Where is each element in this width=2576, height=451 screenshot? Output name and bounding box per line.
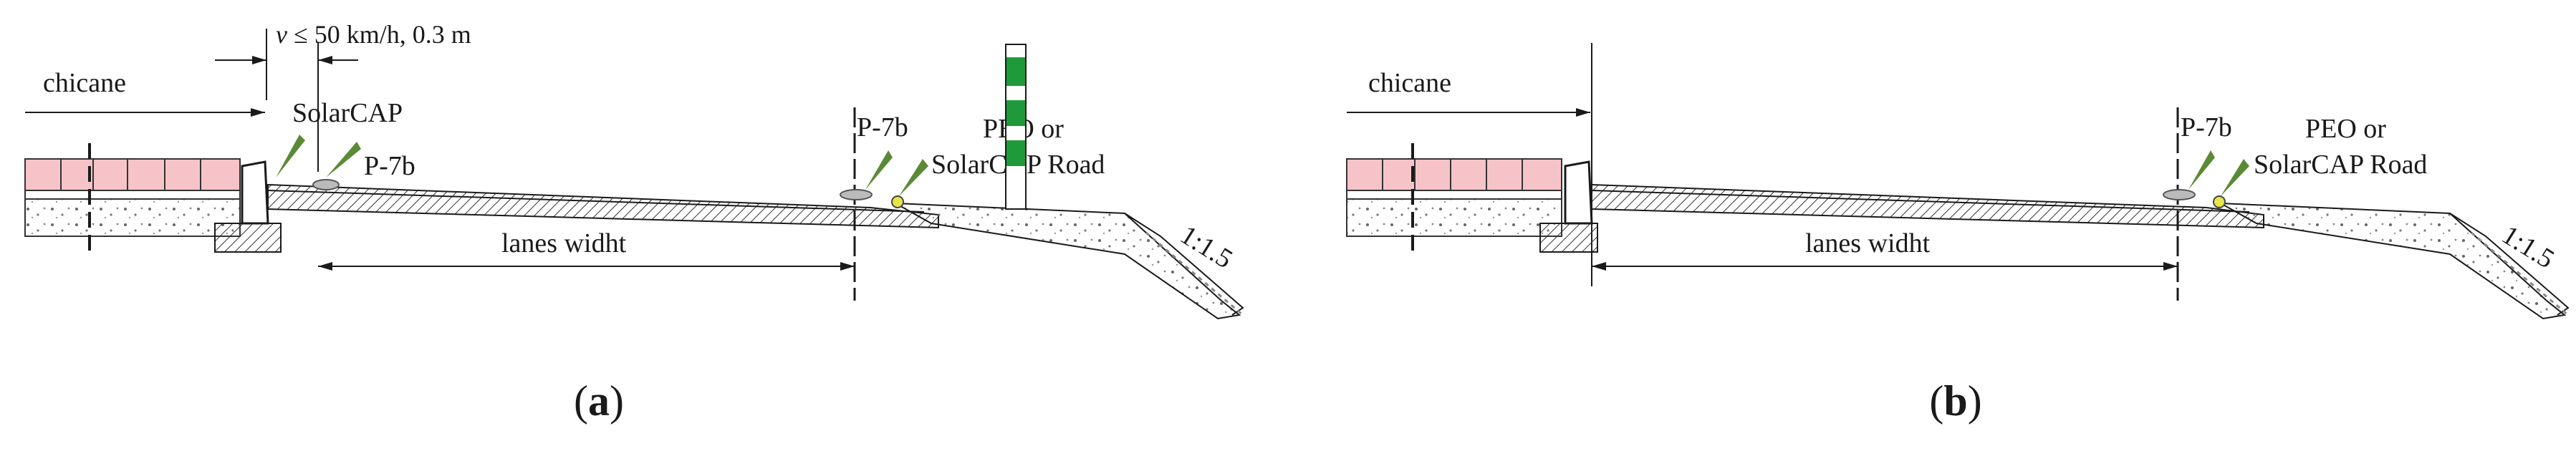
p7b-right-label: P-7b	[2181, 112, 2232, 142]
speed-variable: v	[276, 20, 287, 49]
caption-a-close: )	[610, 377, 624, 425]
peo-label-line2: SolarCAP Road	[2254, 150, 2427, 180]
sensor-beam-icon	[899, 159, 928, 196]
caption-b-letter: b	[1943, 377, 1967, 425]
caption-a-open: (	[574, 377, 588, 425]
solarcap-sensor-group: SolarCAP P-7b	[276, 98, 415, 190]
p7b-left-label: P-7b	[364, 151, 415, 181]
p7b-right-label: P-7b	[857, 112, 908, 142]
sensor-beam-icon	[2188, 150, 2215, 190]
paver-sidewalk	[24, 143, 241, 258]
solarcap-label: SolarCAP	[292, 98, 403, 128]
peo-label-line1: PEO or	[2305, 114, 2386, 144]
caption-b-close: )	[1968, 377, 1982, 425]
sensor-beam-icon	[865, 150, 893, 190]
road-stud-icon	[891, 195, 904, 208]
lane-surface	[267, 183, 939, 229]
speed-dimension: v ≤ 50 km/h, 0.3 m	[215, 20, 471, 172]
sensor-unit-icon	[2163, 189, 2196, 200]
sensor-beam-icon	[326, 142, 361, 178]
sensor-unit-icon	[840, 189, 873, 200]
curb	[1539, 160, 1598, 253]
chicane-label: chicane	[1368, 68, 1451, 98]
caption-a: (a)	[574, 377, 624, 425]
chicane-dimension: chicane	[25, 68, 265, 117]
lane-surface	[1591, 183, 2264, 229]
lanes-width-dimension: lanes widht	[318, 228, 855, 271]
sensor-unit-icon	[312, 179, 340, 190]
curb	[214, 160, 282, 253]
sensor-beam-icon	[276, 135, 305, 178]
edge-sensor-group: P-7b PEO or SolarCAP Road	[840, 107, 1105, 301]
caption-b-open: (	[1929, 377, 1943, 425]
caption-b: (b)	[1929, 377, 1981, 425]
edge-sensor-group: P-7b PEO or SolarCAP Road	[2163, 107, 2427, 301]
lanes-width-label: lanes widht	[1805, 228, 1931, 258]
shoulder-embankment	[895, 203, 1244, 320]
speed-limit-label: v ≤ 50 km/h, 0.3 m	[276, 20, 471, 49]
sensor-beam-icon	[2221, 159, 2249, 196]
delineator-post	[1005, 44, 1027, 210]
panel-a: chicane v ≤ 50 km/h, 0.3 m	[24, 20, 1244, 425]
panel-b: chicane P-7b	[1346, 43, 2570, 425]
lanes-width-label: lanes widht	[501, 228, 627, 258]
caption-a-letter: a	[588, 377, 610, 425]
shoulder-embankment	[2220, 203, 2570, 320]
chicane-label: chicane	[43, 68, 126, 98]
road-stud-icon	[2213, 195, 2226, 208]
speed-rest: ≤ 50 km/h, 0.3 m	[287, 20, 471, 49]
lanes-width-dimension: lanes widht	[1592, 228, 2178, 271]
paver-sidewalk	[1346, 143, 1562, 258]
